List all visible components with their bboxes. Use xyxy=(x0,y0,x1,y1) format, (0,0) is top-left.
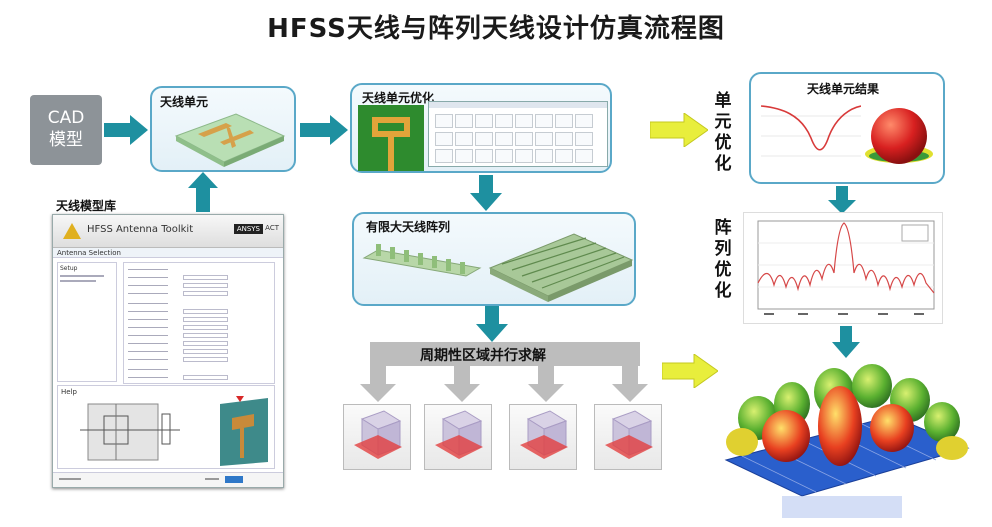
array-3d-radiation-pattern-icon xyxy=(724,364,970,518)
element-opt-side-label: 单元 优化 xyxy=(714,91,732,174)
linear-array-icon xyxy=(362,244,482,277)
array-opt-side-label: 阵列 优化 xyxy=(714,218,732,301)
toolkit-setup-panel: Setup xyxy=(57,262,117,382)
toolkit-input[interactable] xyxy=(183,333,228,338)
cad-label-line1: CAD xyxy=(47,108,85,128)
unit-cell-1 xyxy=(343,404,411,470)
array-pattern-plot xyxy=(743,212,943,324)
arrow-cad-to-element xyxy=(104,115,148,145)
cad-label-line2: 模型 xyxy=(49,130,83,150)
antenna-element-box: 天线单元 xyxy=(150,86,296,172)
antenna-patch-preview-icon xyxy=(220,396,268,466)
toolkit-input[interactable] xyxy=(183,283,228,288)
arrow-library-to-element xyxy=(188,172,218,212)
toolkit-footer xyxy=(53,472,283,487)
periodic-splitter-arrows xyxy=(360,364,648,402)
toolkit-input[interactable] xyxy=(183,349,228,354)
arrow-yellow-to-array-result xyxy=(662,354,718,388)
antenna-toolkit-window: HFSS Antenna Toolkit ANSYS ACT Antenna S… xyxy=(52,214,284,488)
toolkit-input[interactable] xyxy=(183,291,228,296)
diagram-title: HFSS天线与阵列天线设计仿真流程图 xyxy=(267,14,725,44)
finite-array-label: 有限大天线阵列 xyxy=(366,220,451,234)
toolkit-help-label: Help xyxy=(61,388,77,396)
arrow-array-to-periodic xyxy=(476,306,508,342)
periodic-solve-label: 周期性区域并行求解 xyxy=(420,348,546,364)
toolkit-input[interactable] xyxy=(183,325,228,330)
unit-cell-2 xyxy=(424,404,492,470)
finite-array-box: 有限大天线阵列 xyxy=(352,212,636,306)
optimization-window xyxy=(428,101,608,167)
antenna-schematic-icon xyxy=(80,403,180,461)
arrow-optimization-to-array xyxy=(470,175,502,211)
element-optimization-label: 天线单元优化 xyxy=(362,91,435,105)
toolkit-input[interactable] xyxy=(183,357,228,362)
planar-array-icon xyxy=(488,233,634,302)
toolkit-act: ACT xyxy=(265,224,279,232)
toolkit-logo-icon xyxy=(63,223,81,239)
toolkit-input[interactable] xyxy=(183,309,228,314)
element-result-label: 天线单元结果 xyxy=(807,82,880,96)
model-library-label: 天线模型库 xyxy=(56,199,117,213)
periodic-splitter-bar xyxy=(370,342,640,366)
radiation-pattern-3d-icon xyxy=(865,108,933,164)
toolkit-setup-label: Setup xyxy=(60,265,78,272)
toolkit-title: HFSS Antenna Toolkit xyxy=(87,224,194,235)
unit-cell-icon xyxy=(520,410,568,459)
toolkit-form xyxy=(123,262,275,384)
arrow-result-to-array-plot xyxy=(828,186,856,214)
toolkit-badge: ANSYS xyxy=(233,224,263,234)
toolkit-input[interactable] xyxy=(183,375,228,380)
arrow-element-to-optimization xyxy=(300,115,348,145)
toolkit-ok-button[interactable] xyxy=(225,476,243,483)
cad-model-block: CAD 模型 xyxy=(30,95,102,165)
arrow-plot-to-3d-pattern xyxy=(832,326,860,358)
toolkit-input[interactable] xyxy=(183,341,228,346)
arrow-yellow-to-result xyxy=(650,113,708,147)
toolkit-help-panel: Help xyxy=(57,385,275,469)
pcb-antenna-icon xyxy=(358,105,424,171)
unit-cell-3 xyxy=(509,404,577,470)
element-result-box: 天线单元结果 xyxy=(749,72,945,184)
unit-cell-icon xyxy=(605,410,653,459)
toolkit-tab[interactable]: Antenna Selection xyxy=(53,248,283,258)
unit-cell-icon xyxy=(354,410,402,459)
unit-cell-icon xyxy=(435,410,483,459)
toolkit-header: HFSS Antenna Toolkit ANSYS ACT xyxy=(53,215,283,248)
antenna-element-label: 天线单元 xyxy=(160,95,209,109)
toolkit-input[interactable] xyxy=(183,317,228,322)
antenna-element-3d-icon xyxy=(174,113,286,167)
array-pattern-chart xyxy=(757,220,935,315)
s-parameter-plot xyxy=(761,96,861,176)
toolkit-input[interactable] xyxy=(183,275,228,280)
unit-cell-4 xyxy=(594,404,662,470)
